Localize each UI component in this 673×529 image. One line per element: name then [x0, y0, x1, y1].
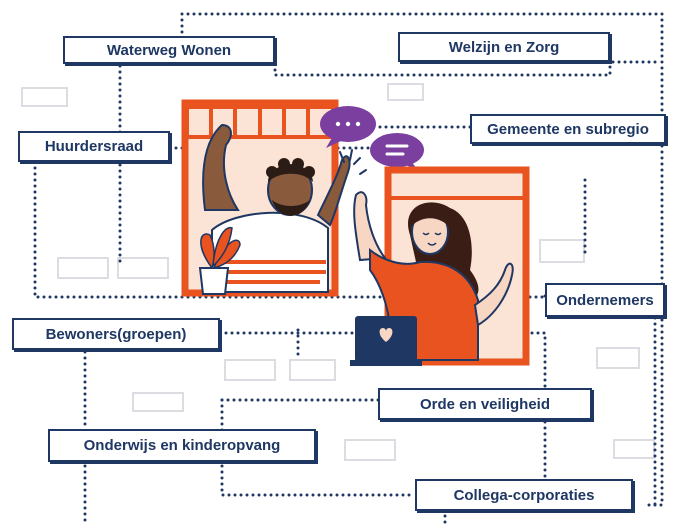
label-collega: Collega-corporaties [415, 479, 633, 511]
label-onderwijs: Onderwijs en kinderopvang [48, 429, 316, 462]
label-ondernemers: Ondernemers [545, 283, 665, 317]
label-welzijn-zorg: Welzijn en Zorg [398, 32, 610, 62]
excitement-marks [339, 149, 367, 175]
label-orde-veiligheid: Orde en veiligheid [378, 388, 592, 420]
speech-bubble-left [320, 106, 376, 148]
label-gemeente: Gemeente en subregio [470, 114, 666, 144]
speech-bubble-right [370, 133, 424, 170]
window-man [181, 99, 351, 297]
label-huurdersraad: Huurdersraad [18, 131, 170, 162]
label-waterweg-wonen: Waterweg Wonen [63, 36, 275, 64]
laptop-icon [350, 316, 422, 366]
label-bewoners: Bewoners(groepen) [12, 318, 220, 350]
heart-icon [379, 328, 393, 342]
network-dotted-lines [33, 12, 667, 527]
plant-icon [198, 226, 241, 295]
window-woman [350, 166, 530, 366]
